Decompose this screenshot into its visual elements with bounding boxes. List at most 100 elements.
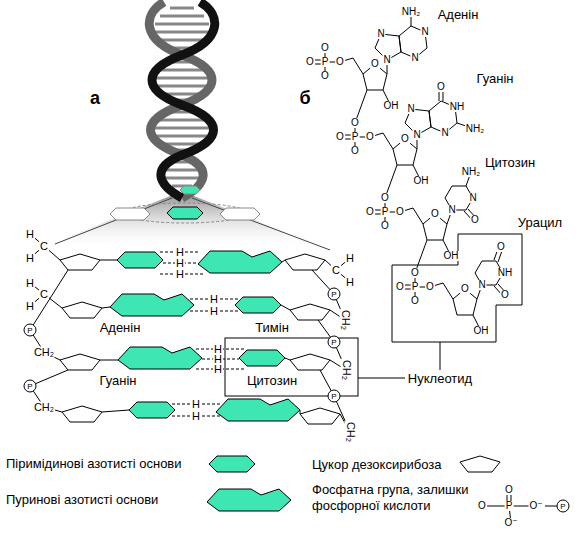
double-helix	[152, 2, 215, 198]
atom-label: N	[447, 205, 456, 215]
nucleotide-frame	[392, 234, 522, 342]
atom-label: C	[331, 265, 341, 276]
atom-label: O	[350, 146, 360, 156]
nucleotide-chain	[375, 12, 427, 74]
deoxyribose-sugar	[60, 254, 340, 424]
hydrogen-bonds	[160, 252, 244, 416]
atom-label: C	[39, 289, 49, 300]
atom-label: O	[470, 215, 480, 225]
atom-label: O	[395, 282, 405, 292]
atom-label: H	[25, 278, 35, 289]
atom-label: CH₂	[33, 402, 55, 413]
backbone-bonds	[30, 270, 68, 330]
atom-label: O	[380, 221, 390, 231]
atom-label: P	[321, 57, 330, 67]
atom-label: H	[209, 306, 219, 317]
legend-swatch-frame	[206, 487, 294, 513]
legend-swatch	[207, 489, 291, 511]
double-helix	[153, 77, 211, 80]
legend-samples	[545, 506, 557, 507]
atom-label: OH	[443, 251, 460, 261]
double-helix	[153, 85, 211, 88]
phosphate-symbol: P	[328, 390, 341, 403]
atom-label: O	[496, 242, 506, 252]
atom-label: O⁻	[528, 501, 543, 511]
legend-text: Цукор дезоксирибоза	[312, 457, 457, 473]
atom-label: H	[25, 229, 35, 240]
helix-fan	[192, 198, 330, 250]
deoxyribose-sugar	[290, 354, 330, 370]
atom-label: NH₂	[465, 124, 485, 134]
atom-label: N	[412, 130, 421, 140]
molecule-name: Урацил	[517, 215, 563, 230]
legend-text: Пуринові азотисті основи	[6, 492, 206, 508]
base-links	[281, 305, 290, 310]
atom-label: O	[477, 501, 487, 511]
atom-label: H	[25, 253, 35, 264]
nucleotide-chain	[453, 289, 481, 331]
legend-swatch	[209, 456, 255, 472]
atom-label: N	[477, 280, 486, 290]
nucleotide-chain	[340, 87, 475, 198]
atom-label: P	[505, 501, 514, 511]
helix-fan	[50, 196, 330, 250]
nitrogenous-base	[117, 252, 163, 268]
base-links	[100, 260, 117, 261]
legend-text: Піримідинові азотисті основи	[6, 456, 206, 472]
atom-label: CH₂	[341, 359, 352, 381]
atom-label: N	[468, 193, 477, 203]
atom-label: NH	[497, 268, 513, 278]
nucleotide-chain	[370, 198, 423, 226]
atom-label: N	[420, 27, 429, 37]
double-helix	[152, 135, 212, 138]
nucleotide-chain	[405, 87, 475, 149]
atom-label: O	[365, 132, 375, 142]
nucleotide-chain	[340, 123, 393, 151]
atom-label: O	[370, 59, 380, 69]
atom-label: H	[175, 247, 185, 258]
nitrogenous-base	[235, 297, 281, 313]
phosphate-symbol: P	[557, 500, 570, 513]
atom-label: N	[382, 55, 391, 65]
atom-label: P	[381, 207, 390, 217]
atom-label: O	[350, 118, 360, 128]
nucleotide-chain	[423, 214, 451, 256]
atom-label: N	[440, 128, 449, 138]
double-helix	[170, 7, 194, 10]
deoxyribose-sugar	[285, 254, 325, 270]
atom-label: O	[365, 207, 375, 217]
atom-label: N	[410, 53, 419, 63]
deoxyribose-sugar	[300, 408, 340, 424]
phosphate-symbol: P	[328, 288, 341, 301]
part-letter: б	[299, 88, 310, 109]
nucleotide-frame	[358, 378, 405, 379]
atom-label: O	[335, 57, 345, 67]
deoxyribose-sugar	[62, 406, 102, 422]
molecule-name: Аденін	[99, 320, 142, 335]
base-links	[100, 360, 118, 361]
atom-label: H	[209, 294, 219, 305]
atom-label: O	[395, 207, 405, 217]
deoxyribose-sugar	[60, 254, 100, 270]
faded-base-pairs	[220, 208, 260, 220]
atom-label: CH₂	[345, 421, 356, 443]
atom-label: H	[345, 253, 355, 264]
atom-label: CH₂	[33, 347, 55, 358]
atom-label: OH	[383, 101, 400, 111]
atom-label: O	[436, 82, 446, 92]
atom-label: P	[411, 282, 420, 292]
atom-label: O	[335, 132, 345, 142]
deoxyribose-sugar	[62, 302, 102, 318]
atom-label: P	[351, 132, 360, 142]
nucleotide-frame	[440, 342, 441, 370]
legend-text: Фосфатна група, залишки фосфорної кислот…	[312, 482, 472, 514]
atom-label: NH	[449, 102, 465, 112]
atom-label: O	[430, 209, 440, 219]
atom-label: O⁻	[503, 518, 518, 528]
atom-label: O	[380, 193, 390, 203]
deoxyribose-sugar	[290, 304, 330, 320]
nitrogenous-base	[216, 399, 300, 421]
base-links	[282, 260, 285, 262]
atom-label: OH	[473, 326, 490, 336]
atom-label: O	[305, 57, 315, 67]
